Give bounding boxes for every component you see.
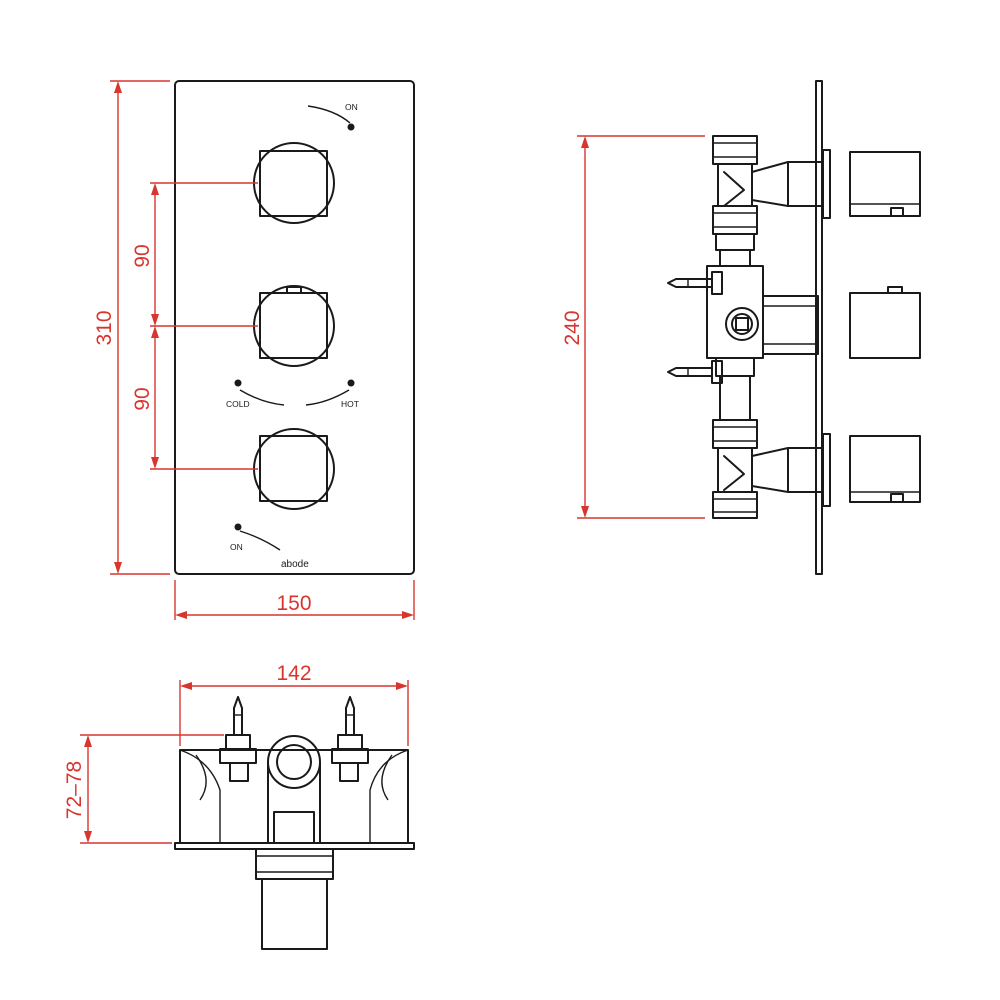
dimension-width-142: 142 <box>276 662 311 685</box>
control-handle-middle <box>253 285 335 367</box>
control-handle-top <box>253 142 335 224</box>
faceplate <box>174 80 415 575</box>
brand-logo: abode <box>281 559 309 570</box>
top-view-pin-left <box>219 696 257 782</box>
hot-label: HOT <box>341 399 359 409</box>
dimension-spacing-upper: 90 <box>131 244 154 267</box>
on-indicator-top: ON <box>307 102 358 131</box>
dimension-height-310: 310 <box>93 310 116 345</box>
front-view-dimensions: 310 90 90 150 <box>93 80 415 620</box>
side-valve-middle <box>667 233 921 421</box>
side-view-dimensions: 240 <box>561 135 705 519</box>
on-label-top: ON <box>345 102 358 112</box>
cold-label: COLD <box>226 399 250 409</box>
dimension-spacing-lower: 90 <box>131 387 154 410</box>
control-handle-bottom <box>253 428 335 510</box>
temperature-indicator: COLD HOT <box>226 379 359 409</box>
dimension-body-240: 240 <box>561 310 584 345</box>
side-view <box>667 80 921 575</box>
dimension-width-150: 150 <box>276 592 311 615</box>
on-label-bottom: ON <box>230 542 243 552</box>
front-view: ON COLD HOT ON abode <box>174 80 415 575</box>
top-view-pin-right <box>331 696 369 782</box>
top-view <box>174 696 415 950</box>
dimension-depth-72-78: 72–78 <box>63 761 86 819</box>
side-valve-top <box>712 135 921 235</box>
side-valve-bottom <box>712 419 921 519</box>
top-view-dimensions: 142 72–78 <box>63 662 409 844</box>
on-indicator-bottom: ON <box>230 523 281 552</box>
